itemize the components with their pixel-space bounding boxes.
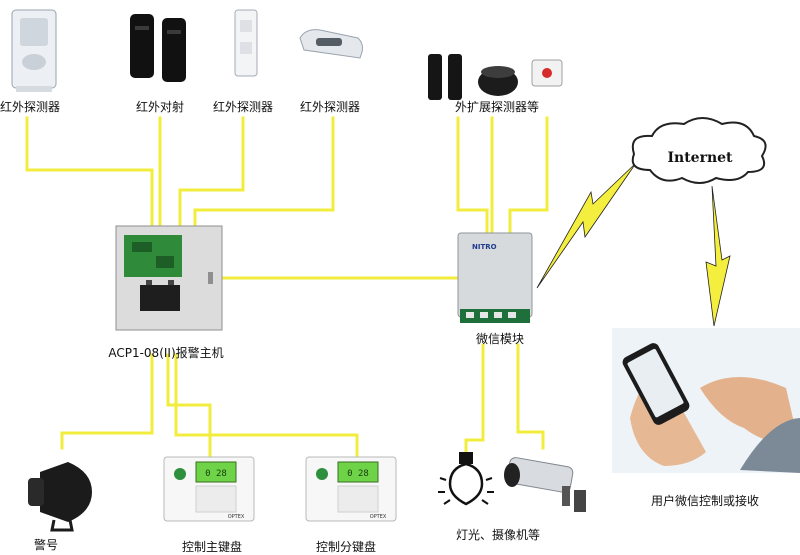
wire-sub-keypad (174, 353, 359, 460)
wire-ir-detector-1 (25, 116, 154, 230)
camera-mount (562, 486, 570, 506)
controller-battery (140, 285, 180, 311)
ir-beam-detail (135, 26, 149, 30)
ir-detector-lens (240, 42, 252, 54)
wireless-links (536, 162, 731, 327)
phone-screen (627, 348, 684, 418)
sub-keypad: 0 28 OPTEX (305, 456, 397, 522)
wechat-module-label: 微信模块 (476, 332, 524, 346)
light-bulb (438, 452, 494, 506)
cloud-label: Internet (667, 150, 733, 166)
main-keypad-label: 控制主键盘 (182, 539, 242, 554)
ext-beam-right (448, 54, 462, 100)
smoke-detector-top (481, 66, 515, 78)
ir-beam-unit-left (130, 14, 154, 78)
wire-ir-detector-3 (193, 116, 335, 230)
ir-detector-base (16, 86, 52, 92)
module-terminal (466, 312, 474, 318)
module-terminal (508, 312, 516, 318)
lightning-bolt-right-icon (705, 185, 731, 327)
cloud-icon (631, 117, 767, 184)
phone-photo (612, 328, 800, 473)
wire-camera (516, 343, 545, 450)
battery-terminal (146, 280, 152, 285)
keypad-keys (337, 485, 379, 513)
keypad-lcd-digits: 0 28 (347, 469, 369, 479)
camera-lens-icon (504, 463, 520, 487)
keypad-brand: OPTEX (370, 514, 387, 520)
keypad-lcd (337, 461, 379, 483)
wire-ext-3 (508, 116, 549, 237)
light-rays (438, 477, 494, 505)
keypad-keys (195, 485, 237, 513)
ir-detector-1 (11, 9, 57, 92)
keypad-lcd (195, 461, 237, 483)
bulb-socket (459, 452, 473, 464)
cctv-camera (504, 457, 586, 512)
wechat-module: NITRO (457, 232, 533, 323)
module-brand: NITRO (472, 243, 497, 251)
siren-label: 警号 (34, 537, 58, 552)
ir-detector-lens (240, 20, 252, 32)
light-camera-label: 灯光、摄像机等 (456, 527, 540, 542)
controller-label: ACP1-08(II)报警主机 (108, 345, 223, 360)
pcb-chip (132, 242, 152, 252)
extension-detectors-label: 外扩展探测器等 (455, 100, 539, 114)
ext-beam-left (428, 54, 442, 100)
phone-label: 用户微信控制或接收 (651, 493, 759, 508)
wire-ir-detector-2 (178, 116, 245, 230)
siren-bracket (50, 519, 74, 532)
hand-right (700, 377, 798, 443)
lightning-bolt-left-icon (536, 162, 637, 289)
wire-light (464, 343, 485, 454)
ir-beam-detail (167, 30, 181, 34)
battery-terminal (168, 280, 174, 285)
ir-detector-lens (20, 18, 48, 46)
ir-beam-label: 红外对射 (136, 99, 184, 114)
wiring (25, 116, 549, 460)
controller-latch (208, 272, 213, 284)
keypad-status-icon (316, 468, 328, 480)
ir-detector-2 (234, 9, 258, 77)
ir-detector-lens (316, 38, 342, 46)
keypad-lcd-digits: 0 28 (205, 469, 227, 479)
wire-main-keypad (166, 353, 212, 460)
ir-beam (130, 14, 186, 82)
light-bulb-icon (448, 462, 484, 506)
ir-beam-unit-right (162, 18, 186, 82)
main-keypad: 0 28 OPTEX (163, 456, 255, 522)
sub-keypad-label: 控制分键盘 (316, 539, 376, 554)
camera-bracket (574, 490, 586, 512)
panic-button-red-icon (542, 68, 552, 78)
wire-siren (60, 353, 154, 450)
ir-detector-3-label: 红外探测器 (300, 99, 360, 114)
keypad-brand: OPTEX (228, 514, 245, 520)
internet-cloud: Internet (631, 117, 767, 184)
siren (28, 462, 92, 532)
alarm-controller (115, 225, 223, 331)
ir-detector-window (22, 54, 46, 70)
extension-detectors (428, 54, 563, 100)
sleeve (740, 418, 800, 473)
ir-detector-1-label: 红外探测器 (0, 99, 60, 114)
siren-icon (40, 462, 92, 522)
siren-driver (28, 478, 44, 506)
wire-ext-1 (456, 116, 489, 237)
module-terminal (480, 312, 488, 318)
pcb-chip (156, 256, 174, 268)
ir-detector-2-label: 红外探测器 (213, 99, 273, 114)
keypad-status-icon (174, 468, 186, 480)
ir-detector-3 (299, 29, 363, 59)
module-terminal (494, 312, 502, 318)
